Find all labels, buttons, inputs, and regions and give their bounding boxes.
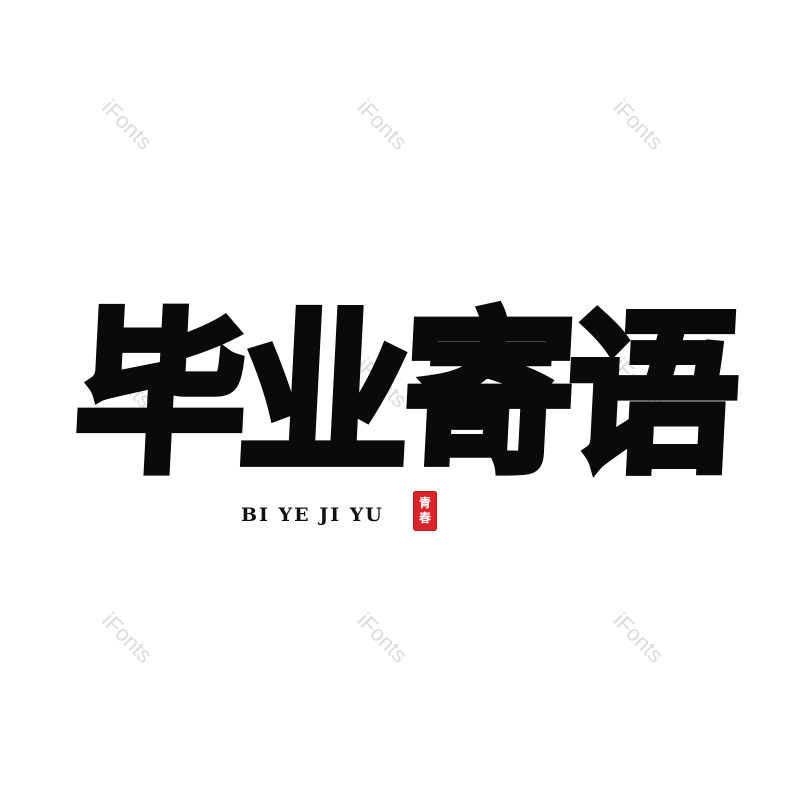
watermark: iFonts (352, 94, 413, 155)
calligraphy-title-block: 毕业寄语 (48, 286, 760, 506)
calligraphy-title: 毕业寄语 (67, 291, 741, 501)
seal-char-top: 青 (418, 496, 431, 510)
watermark: iFonts (608, 607, 669, 668)
seal-char-bottom: 春 (418, 511, 431, 525)
watermark: iFonts (608, 94, 669, 155)
red-seal-stamp: 青 春 (413, 491, 437, 531)
pinyin-subtitle: BI YE JI YU (241, 504, 384, 526)
watermark: iFonts (352, 607, 413, 668)
watermark: iFonts (97, 607, 158, 668)
watermark: iFonts (97, 94, 158, 155)
